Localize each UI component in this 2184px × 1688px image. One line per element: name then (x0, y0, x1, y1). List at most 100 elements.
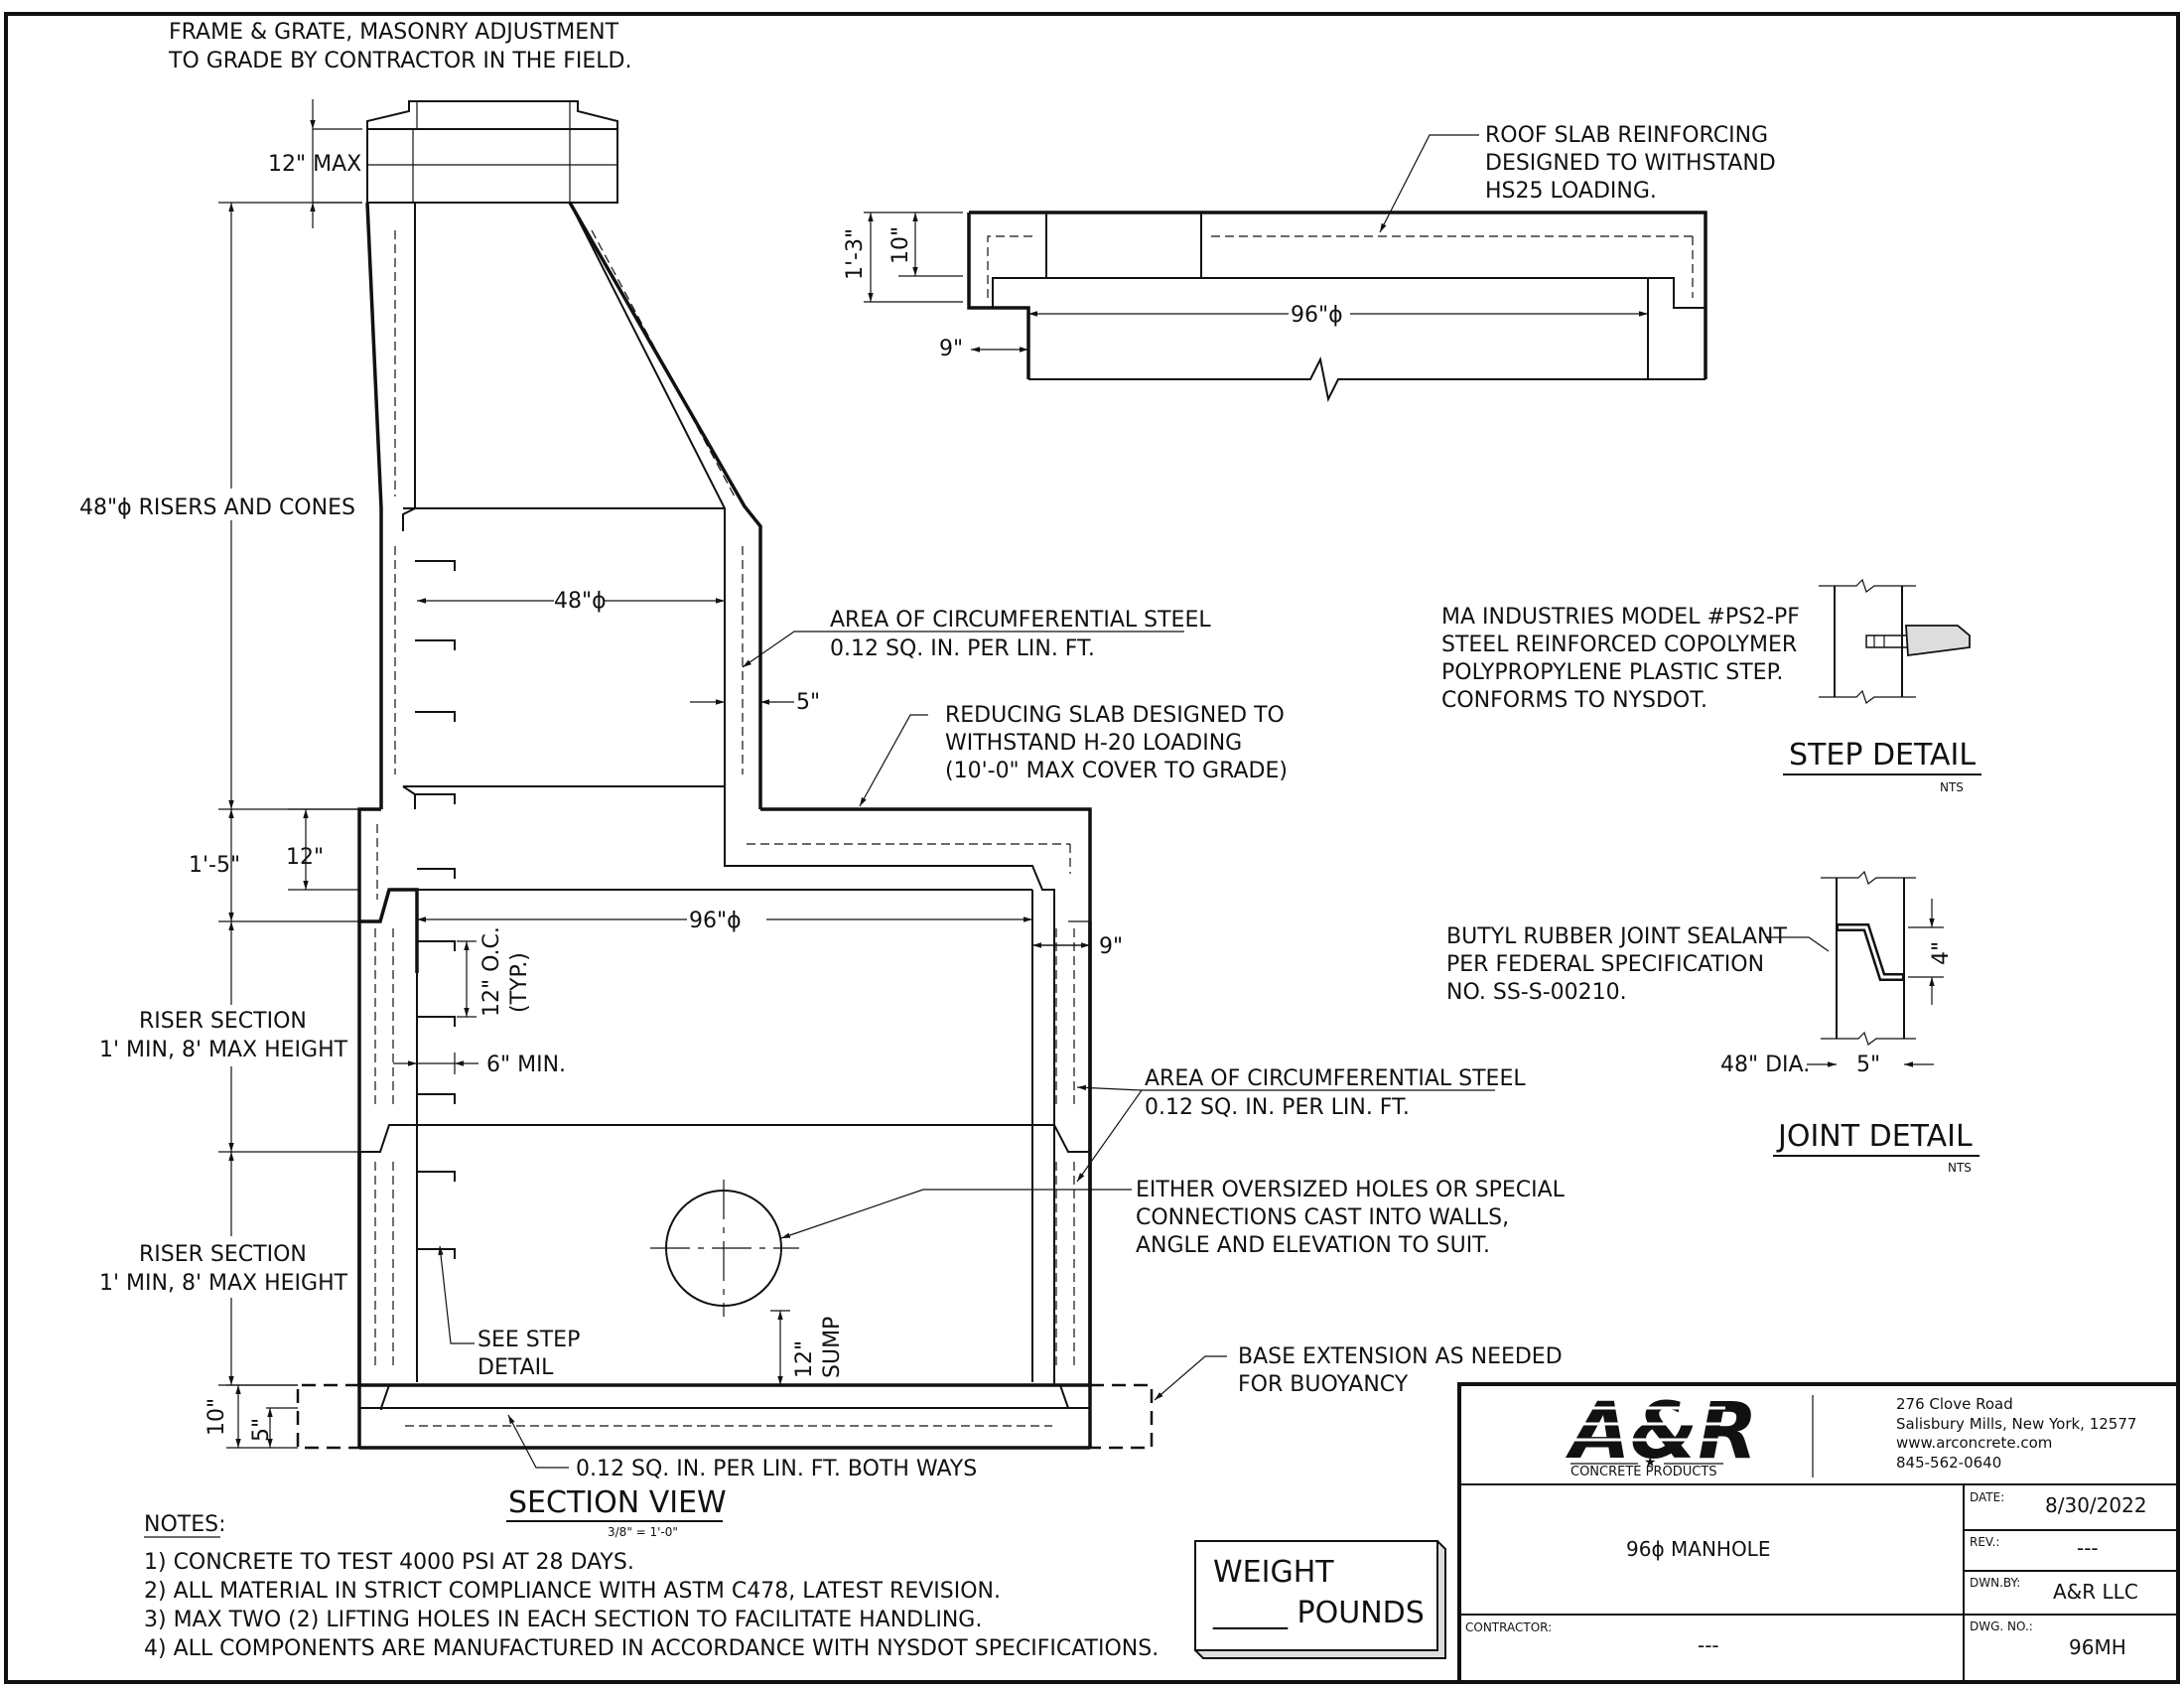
svg-text:12" MAX: 12" MAX (268, 152, 361, 177)
joint-detail-scale: NTS (1948, 1161, 1972, 1175)
riser-label-2a: RISER SECTION (139, 1242, 307, 1267)
roof-note-3: HS25 LOADING. (1485, 179, 1657, 204)
svg-text:(TYP.): (TYP.) (507, 952, 532, 1013)
joint-desc-2: PER FEDERAL SPECIFICATION (1446, 952, 1764, 977)
frame-grate-note-line1: FRAME & GRATE, MASONRY ADJUSTMENT (169, 20, 619, 45)
svg-text:96"ϕ: 96"ϕ (689, 909, 742, 933)
svg-text:5": 5" (249, 1418, 274, 1442)
svg-text:5": 5" (796, 690, 820, 715)
weight-label: WEIGHT (1213, 1555, 1334, 1590)
step-desc-4: CONFORMS TO NYSDOT. (1441, 688, 1707, 713)
joint-desc-1: BUTYL RUBBER JOINT SEALANT (1446, 924, 1787, 949)
svg-text:CONCRETE PRODUCTS: CONCRETE PRODUCTS (1570, 1465, 1717, 1479)
svg-text:5": 5" (1856, 1053, 1880, 1077)
holes-note-3: ANGLE AND ELEVATION TO SUIT. (1136, 1233, 1490, 1258)
leader-holes: EITHER OVERSIZED HOLES OR SPECIAL CONNEC… (780, 1178, 1566, 1258)
steps-96 (417, 868, 456, 1259)
contractor-value: --- (1698, 1633, 1719, 1657)
oversized-hole (650, 1180, 799, 1317)
step-detail-scale: NTS (1940, 780, 1964, 794)
leader-circ-steel-2: AREA OF CIRCUMFERENTIAL STEEL 0.12 SQ. I… (1076, 1066, 1526, 1183)
dim-wall-5: 5" (690, 690, 820, 715)
contractor-label: CONTRACTOR: (1465, 1620, 1552, 1634)
holes-note-1: EITHER OVERSIZED HOLES OR SPECIAL (1136, 1178, 1566, 1202)
notes-heading: NOTES: (144, 1512, 226, 1537)
note-3: 3) MAX TWO (2) LIFTING HOLES IN EACH SEC… (144, 1608, 982, 1632)
svg-text:1'-5": 1'-5" (189, 853, 240, 878)
note-1: 1) CONCRETE TO TEST 4000 PSI AT 28 DAYS. (144, 1550, 634, 1575)
step-desc-2: STEEL REINFORCED COPOLYMER (1441, 633, 1797, 657)
weight-pounds: _____ POUNDS (1212, 1596, 1425, 1630)
step-desc-1: MA INDUSTRIES MODEL #PS2-PF (1441, 605, 1800, 630)
drawing-title: 96ϕ MANHOLE (1626, 1537, 1770, 1561)
weight-box: WEIGHT _____ POUNDS (1194, 1540, 1446, 1659)
note-2: 2) ALL MATERIAL IN STRICT COMPLIANCE WIT… (144, 1579, 1001, 1604)
circ-steel2-sub: 0.12 SQ. IN. PER LIN. FT. (1145, 1095, 1410, 1120)
base-ext-1: BASE EXTENSION AS NEEDED (1238, 1344, 1563, 1369)
svg-text:48" DIA.: 48" DIA. (1720, 1053, 1810, 1077)
base-ext-2: FOR BUOYANCY (1238, 1372, 1409, 1397)
note-4: 4) ALL COMPONENTS ARE MANUFACTURED IN AC… (144, 1636, 1159, 1661)
roof-note-2: DESIGNED TO WITHSTAND (1485, 151, 1776, 176)
dwn-label: DWN.BY: (1970, 1576, 2020, 1590)
rev-value: --- (2077, 1536, 2099, 1560)
dwn-value: A&R LLC (2053, 1580, 2138, 1604)
address-line-2: Salisbury Mills, New York, 12577 (1896, 1415, 2136, 1433)
reducing-note-1: REDUCING SLAB DESIGNED TO (945, 703, 1285, 728)
see-step-1: SEE STEP (478, 1328, 580, 1352)
leader-reducing-slab: REDUCING SLAB DESIGNED TO WITHSTAND H-20… (859, 703, 1288, 807)
dim-96-dia: 96"ϕ (417, 909, 1032, 933)
leader-circ-steel: AREA OF CIRCUMFERENTIAL STEEL 0.12 SQ. I… (742, 608, 1211, 668)
frame-grate-note-line2: TO GRADE BY CONTRACTOR IN THE FIELD. (168, 49, 631, 73)
company-logo: A&R ★ CONCRETE PRODUCTS (1565, 1387, 1757, 1479)
date-value: 8/30/2022 (2045, 1493, 2147, 1517)
step-detail-title: STEP DETAIL (1789, 738, 1976, 773)
leader-base-extension: BASE EXTENSION AS NEEDED FOR BUOYANCY (1154, 1344, 1563, 1401)
svg-text:★: ★ (1644, 1455, 1657, 1471)
reducing-slab (357, 807, 1092, 1387)
holes-note-2: CONNECTIONS CAST INTO WALLS, (1136, 1205, 1509, 1230)
title-block: A&R ★ CONCRETE PRODUCTS 276 Clove Road S… (1457, 1382, 2180, 1684)
riser-label-1b: 1' MIN, 8' MAX HEIGHT (99, 1038, 348, 1062)
leader-step-ref: SEE STEP DETAIL (438, 1245, 580, 1380)
circ-steel-sub: 0.12 SQ. IN. PER LIN. FT. (830, 636, 1095, 661)
svg-text:12" O.C.: 12" O.C. (479, 926, 504, 1017)
leader-base-steel: 0.12 SQ. IN. PER LIN. FT. BOTH WAYS (507, 1414, 977, 1481)
reducing-note-2: WITHSTAND H-20 LOADING (945, 731, 1242, 756)
svg-text:48"ϕ RISERS AND CONES: 48"ϕ RISERS AND CONES (79, 495, 355, 520)
joint-desc-3: NO. SS-S-00210. (1446, 980, 1627, 1005)
rev-label: REV.: (1970, 1535, 1999, 1549)
section-view-scale: 3/8" = 1'-0" (608, 1525, 678, 1539)
svg-text:A&R: A&R (1565, 1387, 1757, 1477)
base-slab (296, 1383, 1154, 1450)
address-line-4: 845-562-0640 (1896, 1454, 2001, 1472)
address-line-3: www.arconcrete.com (1896, 1434, 2052, 1452)
svg-text:12": 12" (792, 1340, 817, 1378)
dim-6-min: 6" MIN. (393, 1053, 566, 1077)
svg-text:9": 9" (939, 337, 963, 361)
dim-12-max: 12" MAX (268, 99, 362, 228)
step-detail: MA INDUSTRIES MODEL #PS2-PF STEEL REINFO… (1441, 578, 1981, 794)
svg-text:96"ϕ: 96"ϕ (1291, 303, 1343, 328)
svg-text:1'-3": 1'-3" (843, 228, 868, 280)
svg-text:10": 10" (888, 226, 913, 264)
see-step-2: DETAIL (478, 1355, 554, 1380)
svg-text:9": 9" (1099, 934, 1123, 959)
address-line-1: 276 Clove Road (1896, 1395, 2013, 1413)
lower-risers (357, 890, 1092, 1385)
frame-and-grate (366, 100, 618, 204)
step-icon (1865, 625, 1971, 657)
roof-slab-detail: ROOF SLAB REINFORCING DESIGNED TO WITHST… (843, 123, 1776, 403)
step-desc-3: POLYPROPYLENE PLASTIC STEP. (1441, 660, 1783, 685)
dim-48-dia: 48"ϕ (417, 589, 725, 614)
svg-text:SUMP: SUMP (820, 1317, 845, 1378)
joint-detail-title: JOINT DETAIL (1776, 1119, 1973, 1154)
base-steel-note: 0.12 SQ. IN. PER LIN. FT. BOTH WAYS (576, 1457, 977, 1481)
roof-note-1: ROOF SLAB REINFORCING (1485, 123, 1768, 148)
riser-label-2b: 1' MIN, 8' MAX HEIGHT (99, 1271, 348, 1296)
eccentric-cone (365, 202, 762, 809)
riser-label-1a: RISER SECTION (139, 1009, 307, 1034)
steps-48 (415, 560, 456, 804)
dim-risers: RISER SECTION 1' MIN, 8' MAX HEIGHT RISE… (89, 921, 359, 1386)
